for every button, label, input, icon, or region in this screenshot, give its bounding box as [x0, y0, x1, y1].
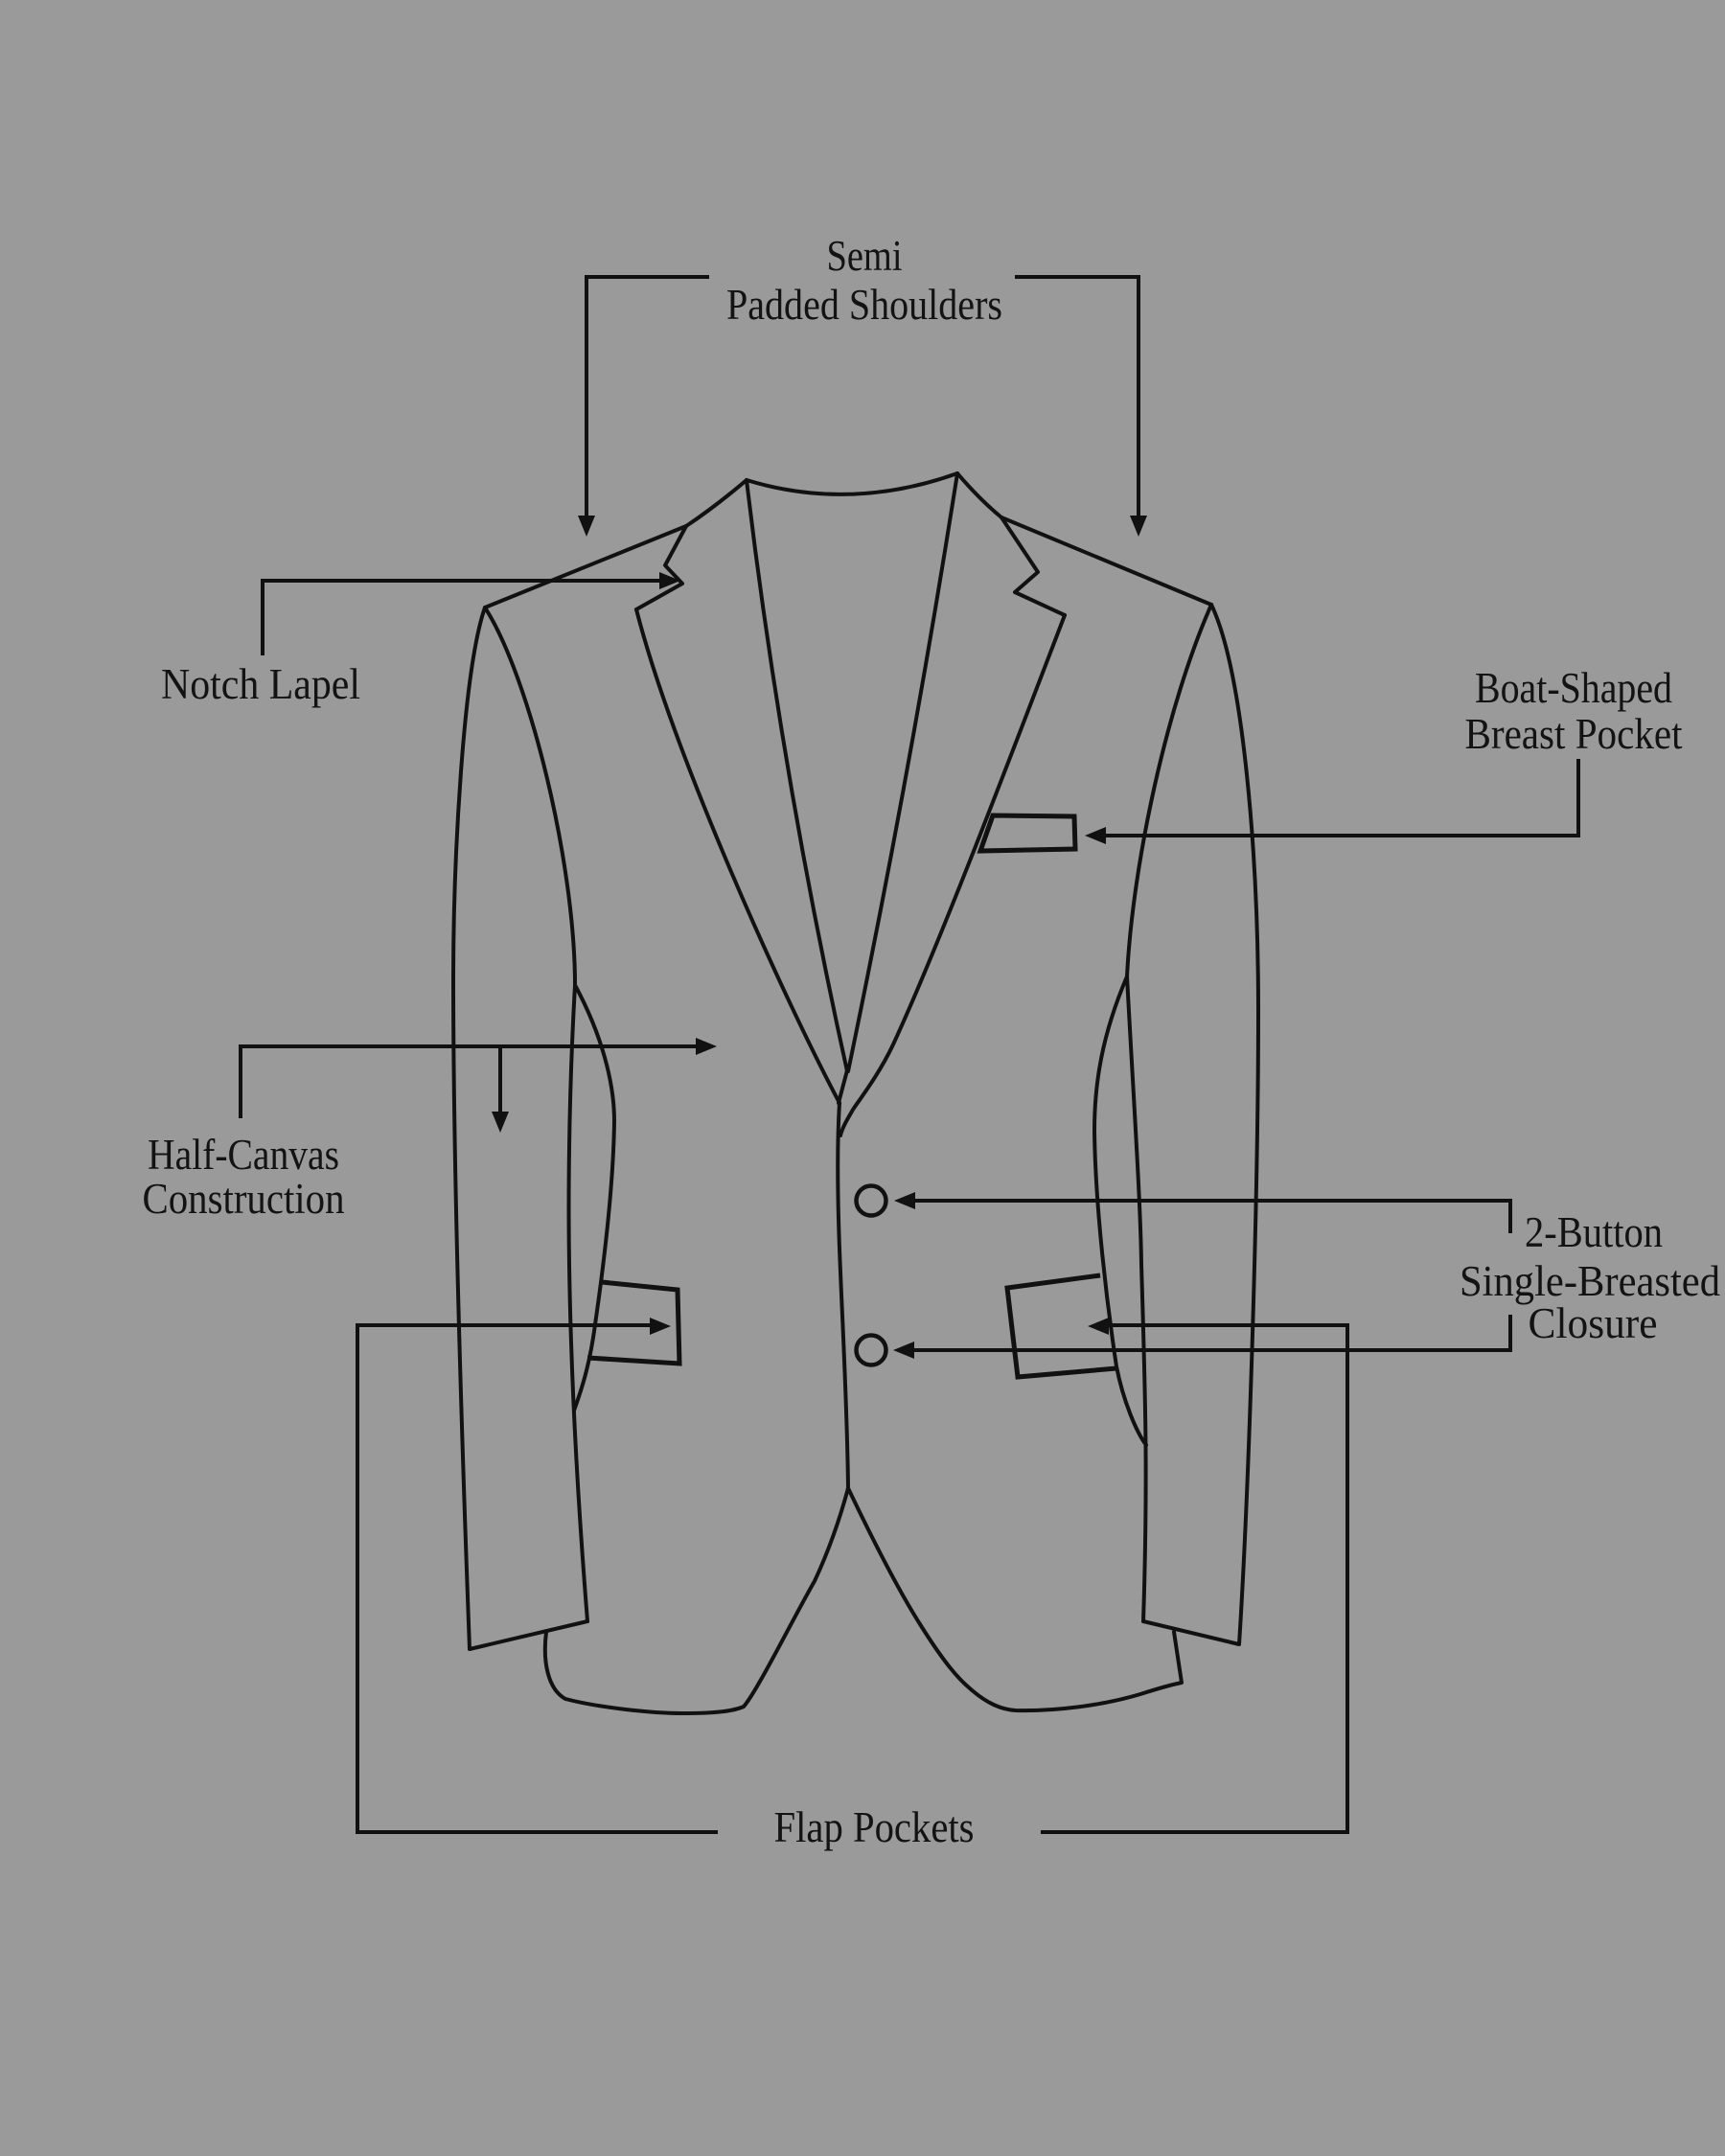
svg-text:Construction: Construction — [143, 1175, 345, 1223]
svg-text:Closure: Closure — [1529, 1299, 1658, 1347]
svg-text:Flap Pockets: Flap Pockets — [774, 1803, 975, 1851]
svg-text:Padded Shoulders: Padded Shoulders — [726, 281, 1002, 329]
svg-text:2-Button: 2-Button — [1525, 1208, 1663, 1256]
svg-text:Breast Pocket: Breast Pocket — [1465, 710, 1683, 758]
svg-text:Semi: Semi — [827, 232, 903, 280]
svg-text:Boat-Shaped: Boat-Shaped — [1475, 664, 1672, 712]
svg-text:Notch Lapel: Notch Lapel — [161, 660, 360, 708]
svg-text:Single-Breasted: Single-Breasted — [1460, 1257, 1720, 1305]
svg-text:Half-Canvas: Half-Canvas — [148, 1131, 339, 1179]
